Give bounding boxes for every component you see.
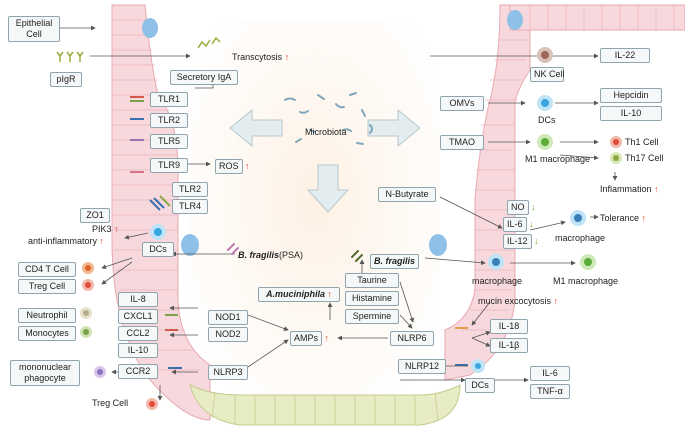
epithelial-cell-label: Epithelial Cell [8, 16, 60, 42]
il10-left-label: IL-10 [118, 343, 158, 358]
inflammation-label: Inflammation ↑ [600, 184, 659, 194]
ccl2-label: CCL2 [118, 326, 158, 341]
pigr-label: pIgR [50, 72, 82, 87]
nlrp12-label: NLRP12 [398, 359, 446, 374]
connector-arrows [55, 25, 618, 401]
lumen-background [190, 20, 440, 420]
a-muciniphila-label: A.muciniphila ↑ [258, 287, 340, 302]
tlr9-label: TLR9 [150, 158, 188, 173]
m1-macrophage-low-label: M1 macrophage [553, 276, 619, 286]
amps-label: AMPs ↑ [290, 331, 329, 346]
histamine-label: Histamine [345, 291, 399, 306]
treg-cell-bottom-label: Treg Cell [92, 398, 129, 408]
il12-label: IL-12 ↓ [503, 234, 539, 249]
nlrp3-label: NLRP3 [208, 365, 248, 380]
ros-label: ROS ↑ [215, 159, 250, 174]
mononuclear-phagocyte-label: mononuclear phagocyte [10, 360, 80, 386]
omvs-label: OMVs [440, 96, 484, 111]
hepcidin-label: Hepcidin [600, 88, 662, 103]
nlrp-receptors-right [455, 327, 468, 366]
il10-right-label: IL-10 [600, 106, 662, 121]
b-fragilis-right-label: B. fragilis [370, 254, 420, 269]
tuft-cell-left [142, 18, 158, 38]
cxcl1-label: CXCL1 [118, 309, 158, 324]
monocytes-label: Monocytes [18, 326, 76, 341]
th1-cell-label: Th1 Cell [625, 137, 659, 147]
bottom-epithelial-floor [189, 384, 461, 426]
taurine-label: Taurine [345, 273, 399, 288]
dcs-left-label: DCs [142, 242, 174, 257]
microbiota-icon [284, 92, 373, 145]
pik3-label: PIK3 ↑ [92, 224, 119, 234]
zo1-label: ZO1 [80, 208, 110, 223]
il8-label: IL-8 [118, 292, 158, 307]
left-big-arrow [229, 108, 283, 148]
treg-cell-top-label: Treg Cell [18, 279, 76, 294]
bacteria-icons [227, 243, 363, 262]
pigr-icon [56, 51, 84, 62]
microbiota-label: Microbiota [305, 127, 347, 137]
tlr5-label: TLR5 [150, 134, 188, 149]
no-label: NO ↓ [507, 200, 536, 215]
dcs-right-label: DCs [538, 115, 556, 125]
th17-cell-label: Th17 Cell [625, 153, 664, 163]
il6-mid-label: IL-6 ↓ [503, 217, 534, 232]
tolerance-label: Tolerance ↑ [600, 213, 647, 223]
dcs-bottom-label: DCs [465, 378, 495, 393]
nod2-label: NOD2 [208, 327, 248, 342]
neutrophil-label: Neutrophil [18, 308, 76, 323]
down-big-arrow [306, 164, 350, 213]
il22-label: IL-22 [600, 48, 650, 63]
b-fragilis-psa-label: B. fragilis(PSA) [238, 250, 304, 260]
il18-label: IL-18 [490, 319, 528, 334]
secretory-iga-icon [197, 36, 221, 49]
nk-cell-label: NK Cell [530, 67, 565, 82]
il1b-label: IL-1β [490, 338, 528, 353]
mucin-exocytosis-label: mucin excocytosis ↑ [478, 296, 559, 306]
il6-bottom-label: IL-6 [530, 366, 570, 381]
nod1-label: NOD1 [208, 310, 248, 325]
nlrp6-label: NLRP6 [390, 331, 434, 346]
n-butyrate-label: N-Butyrate [378, 187, 436, 202]
transcytosis-label: Transcytosis ↑ [232, 52, 290, 62]
ccr2-label: CCR2 [118, 364, 158, 379]
secretory-iga-label: Secretory IgA [170, 70, 238, 85]
m1-macrophage-top-label: M1 macrophage [525, 154, 591, 164]
tlr2-second-label: TLR2 [172, 182, 208, 197]
tnfa-label: TNF-α [530, 384, 570, 399]
cd4-t-cell-label: CD4 T Cell [18, 262, 76, 277]
tlr4-label: TLR4 [172, 199, 208, 214]
tmao-label: TMAO [440, 135, 484, 150]
right-big-arrow [367, 108, 421, 148]
spermine-label: Spermine [345, 309, 399, 324]
tlr-receptors-left [130, 96, 182, 369]
anti-inflammatory-label: anti-inflammatory ↑ [28, 236, 105, 246]
tlr2-label: TLR2 [150, 113, 188, 128]
tlr1-label: TLR1 [150, 92, 188, 107]
macrophage-low-label: macrophage [472, 276, 523, 286]
macrophage-mid-label: macrophage [555, 233, 606, 243]
right-epithelial-wall [429, 4, 685, 381]
cell-icons [80, 47, 622, 410]
